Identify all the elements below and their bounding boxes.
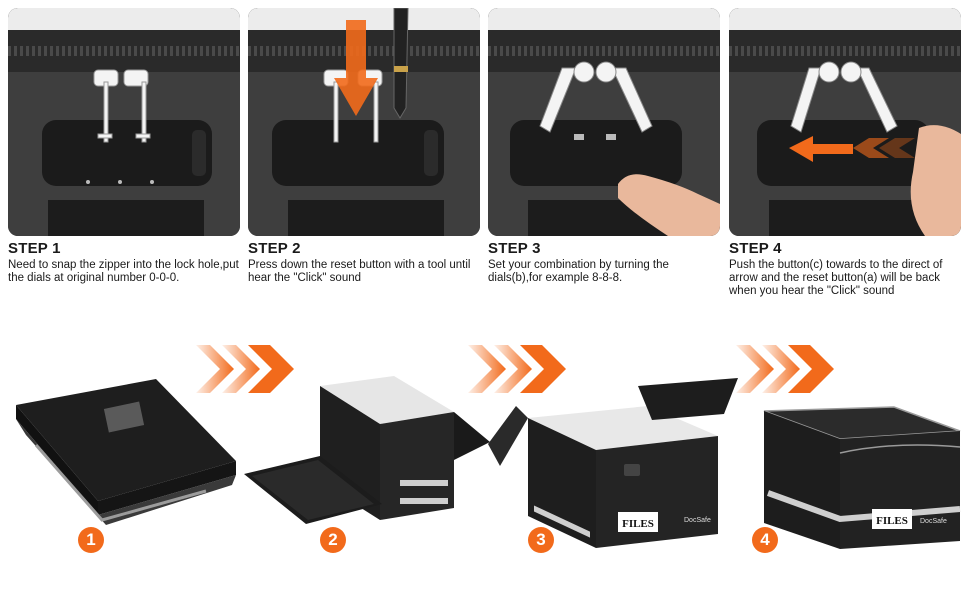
step-3-description: Set your combination by turning the dial… [488,259,669,284]
step-number-1-badge: 1 [78,527,104,553]
files-label: FILES [622,518,654,530]
assembled-box-closed-image: FILES DocSafe [744,405,968,555]
opened-box-image [244,372,494,547]
step-2-caption: STEP 2 Press down the reset button with … [248,240,484,285]
step-3-caption: STEP 3 Set your combination by turning t… [488,240,724,285]
brand-label: DocSafe [920,518,947,525]
assembled-box-open-image: FILES DocSafe [488,366,738,551]
files-label: FILES [876,515,908,527]
brand-label: DocSafe [684,517,711,524]
step-1-photo [8,8,240,236]
step-1-description: Need to snap the zipper into the lock ho… [8,259,239,284]
step-3-title: STEP 3 [488,240,541,257]
folded-box-image [6,375,242,545]
step-1-caption: STEP 1 Need to snap the zipper into the … [8,240,244,285]
step-2-photo [248,8,480,236]
step-3-photo [488,8,720,236]
chevron-arrow-2-icon [468,345,568,398]
chevron-arrow-3-icon [736,345,836,398]
step-4-title: STEP 4 [729,240,782,257]
step-1-title: STEP 1 [8,240,61,257]
step-number-3-badge: 3 [528,527,554,553]
step-4-photo [729,8,961,236]
step-4-description: Push the button(c) towards to the direct… [729,259,943,297]
step-2-description: Press down the reset button with a tool … [248,259,471,284]
chevron-arrow-1-icon [196,345,296,398]
step-2-title: STEP 2 [248,240,301,257]
step-number-2-badge: 2 [320,527,346,553]
step-4-caption: STEP 4 Push the button(c) towards to the… [729,240,965,298]
step-number-4-badge: 4 [752,527,778,553]
